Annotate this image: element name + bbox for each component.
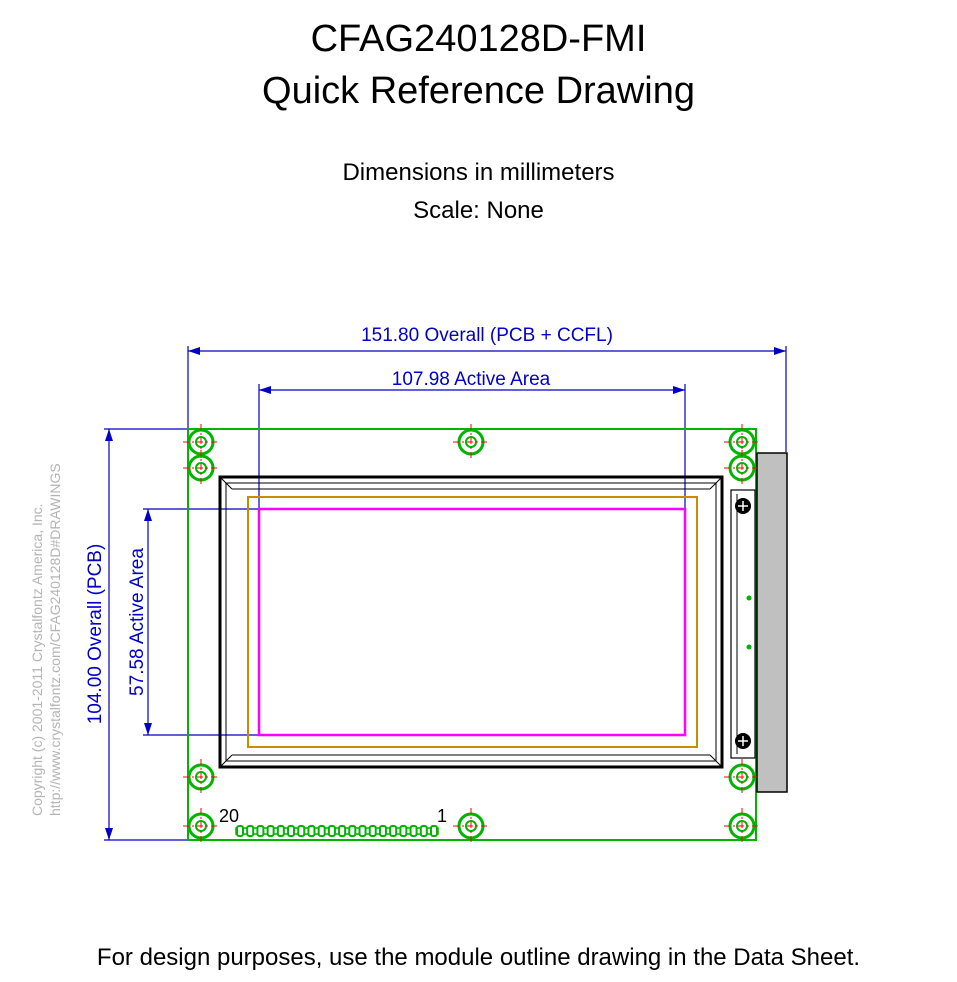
active-width-dimension xyxy=(258,384,686,508)
connector-pin xyxy=(287,825,296,837)
pcb-outline xyxy=(187,428,757,841)
active-height-label: 57.58 Active Area xyxy=(127,548,148,696)
connector-pin xyxy=(246,825,255,837)
lcd-bezel-inner xyxy=(225,482,717,762)
connector-pin xyxy=(419,825,428,837)
mounting-hole xyxy=(724,808,760,844)
active-area xyxy=(257,507,687,737)
overall-width-dimension xyxy=(187,346,787,452)
mounting-hole xyxy=(724,759,760,795)
connector-pin xyxy=(409,825,418,837)
mounting-hole xyxy=(183,808,219,844)
connector-pin xyxy=(358,825,367,837)
mounting-hole xyxy=(183,450,219,486)
led-dot xyxy=(746,644,752,650)
led-dot xyxy=(746,595,752,601)
mounting-hole xyxy=(724,450,760,486)
connector-pin xyxy=(317,825,326,837)
overall-height-dimension xyxy=(104,428,188,841)
footer-note: For design purposes, use the module outl… xyxy=(96,944,861,971)
connector-header xyxy=(235,825,439,837)
connector-pin xyxy=(236,825,244,837)
connector-pin xyxy=(338,825,347,837)
connector-pin xyxy=(378,825,387,837)
drawing-title: CFAG240128D-FMI xyxy=(310,18,647,60)
connector-pin xyxy=(348,825,357,837)
drawing-subtitle: Quick Reference Drawing xyxy=(262,70,695,112)
mounting-hole xyxy=(453,808,489,844)
lcd-bezel xyxy=(218,475,724,769)
ccfl-housing xyxy=(756,452,788,793)
overall-width-label: 151.80 Overall (PCB + CCFL) xyxy=(361,325,613,346)
mounting-hole xyxy=(453,424,489,460)
ccfl-bracket xyxy=(730,489,756,759)
bracket-screw-top xyxy=(735,498,751,514)
connector-pin-1-label: 1 xyxy=(437,806,447,826)
units-note: Dimensions in millimeters xyxy=(342,159,615,186)
connector-body xyxy=(235,827,439,835)
viewing-area xyxy=(247,496,698,748)
active-width-label: 107.98 Active Area xyxy=(392,369,551,390)
connector-pin xyxy=(307,825,316,837)
connector-pin xyxy=(276,825,285,837)
connector-pin xyxy=(430,825,438,837)
overall-height-label: 104.00 Overall (PCB) xyxy=(85,544,106,725)
connector-pin xyxy=(368,825,377,837)
scale-note: Scale: None xyxy=(413,197,544,224)
connector-pin xyxy=(256,825,265,837)
bracket-screw-bottom xyxy=(735,733,751,749)
mounting-holes xyxy=(183,424,760,844)
mounting-hole xyxy=(183,759,219,795)
connector-pin xyxy=(399,825,408,837)
connector-pin-20-label: 20 xyxy=(219,806,239,826)
active-height-dimension xyxy=(143,508,259,736)
connector-pin xyxy=(389,825,398,837)
connector-pin xyxy=(297,825,306,837)
connector-pin xyxy=(266,825,275,837)
connector-pin xyxy=(327,825,336,837)
